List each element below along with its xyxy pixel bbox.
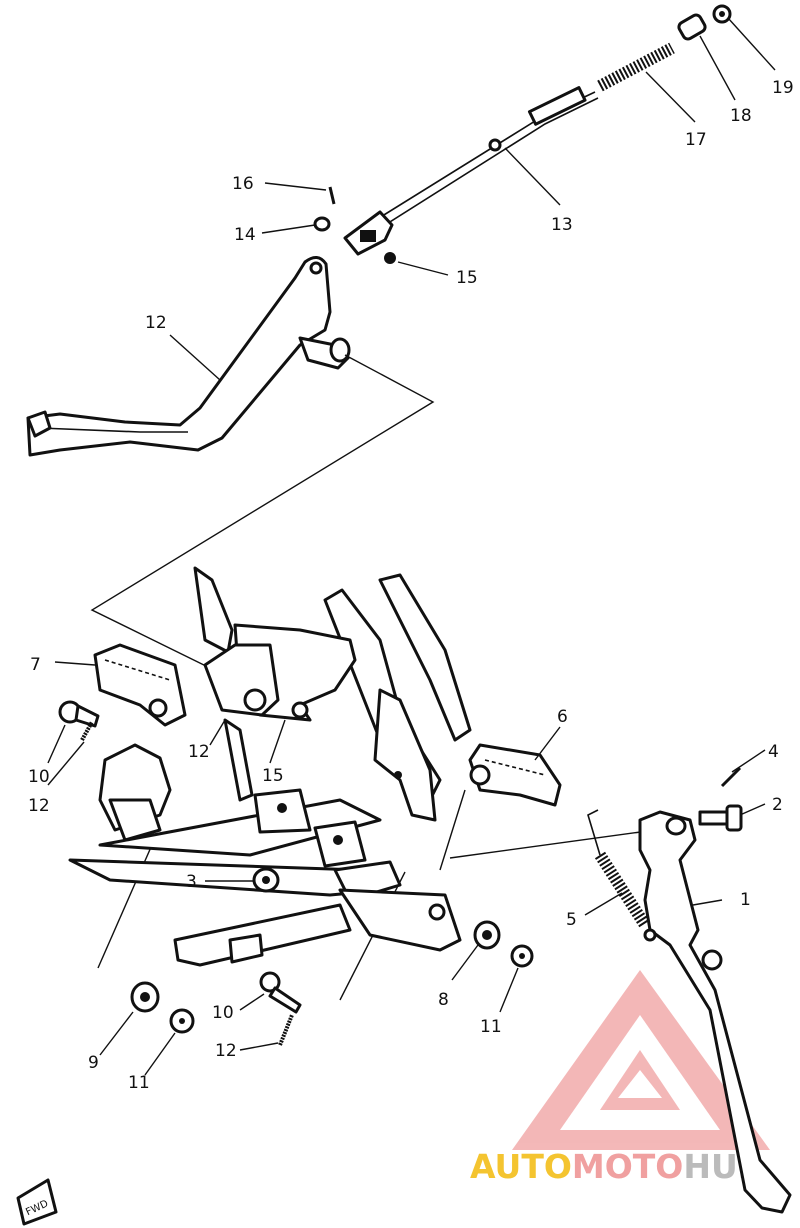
label-8: 8 bbox=[438, 990, 449, 1010]
front-arrow-tag: FWD bbox=[16, 1178, 58, 1226]
clevis-washer bbox=[384, 252, 396, 264]
brake-rod bbox=[349, 86, 599, 245]
footrest-spring-lower bbox=[278, 1014, 294, 1046]
label-12-lower: 12 bbox=[215, 1041, 237, 1061]
footrest-spring-upper bbox=[80, 721, 94, 741]
label-6: 6 bbox=[557, 707, 568, 727]
guide-lines bbox=[90, 354, 656, 1001]
brake-pedal bbox=[26, 256, 351, 457]
label-1: 1 bbox=[740, 890, 751, 910]
footrest-pin-lower bbox=[259, 971, 302, 1014]
brake-rod-pin bbox=[677, 13, 707, 41]
label-4: 4 bbox=[768, 742, 779, 762]
label-7: 7 bbox=[30, 655, 41, 675]
brake-rod-nut bbox=[712, 4, 732, 24]
label-20: 17 bbox=[685, 130, 707, 150]
label-5: 5 bbox=[566, 910, 577, 930]
label-9: 9 bbox=[88, 1053, 99, 1073]
sidestand-bolt bbox=[698, 804, 743, 832]
label-11-left: 11 bbox=[128, 1073, 150, 1093]
label-10-upper: 10 bbox=[28, 767, 50, 787]
washer-right bbox=[510, 944, 534, 968]
cotter-pin-sidestand bbox=[720, 766, 742, 788]
label-22: 19 bbox=[772, 78, 794, 98]
label-17: 14 bbox=[234, 225, 256, 245]
label-12-upper-visible: 12 bbox=[28, 796, 50, 816]
brake-spring bbox=[597, 42, 675, 92]
brake-rod-clevis bbox=[343, 210, 394, 256]
part-number-labels: 16 14 15 13 17 18 19 12 7 6 13 14 12 13 … bbox=[28, 78, 794, 1093]
sidestand-spring bbox=[587, 809, 651, 929]
watermark-text: AUTOMOTOHUB bbox=[470, 1147, 763, 1186]
washer-left bbox=[169, 1008, 195, 1034]
sidestand bbox=[638, 810, 792, 1214]
label-15-visible: 15 bbox=[262, 766, 284, 786]
footrest-right bbox=[468, 743, 562, 807]
label-18: 15 bbox=[456, 268, 478, 288]
footrest-pin-upper bbox=[58, 700, 100, 728]
footrest-left bbox=[93, 643, 187, 727]
label-16: 13 bbox=[551, 215, 573, 235]
label-19: 16 bbox=[232, 174, 254, 194]
cotter-pin-top bbox=[328, 186, 336, 205]
label-14b: 12 bbox=[188, 742, 210, 762]
label-2: 2 bbox=[772, 795, 783, 815]
label-10-lower: 10 bbox=[212, 1003, 234, 1023]
leader-lines bbox=[47, 17, 776, 1076]
spring-hook-left bbox=[130, 981, 160, 1013]
watermark-logo bbox=[512, 970, 770, 1150]
frame bbox=[68, 566, 472, 967]
frame-nut bbox=[252, 867, 280, 893]
label-3: 3 bbox=[186, 872, 197, 892]
label-13: 12 bbox=[145, 313, 167, 333]
label-11-right: 11 bbox=[480, 1017, 502, 1037]
spring-hook-right bbox=[473, 920, 501, 950]
label-21: 18 bbox=[730, 106, 752, 126]
clevis-pin bbox=[313, 216, 331, 232]
